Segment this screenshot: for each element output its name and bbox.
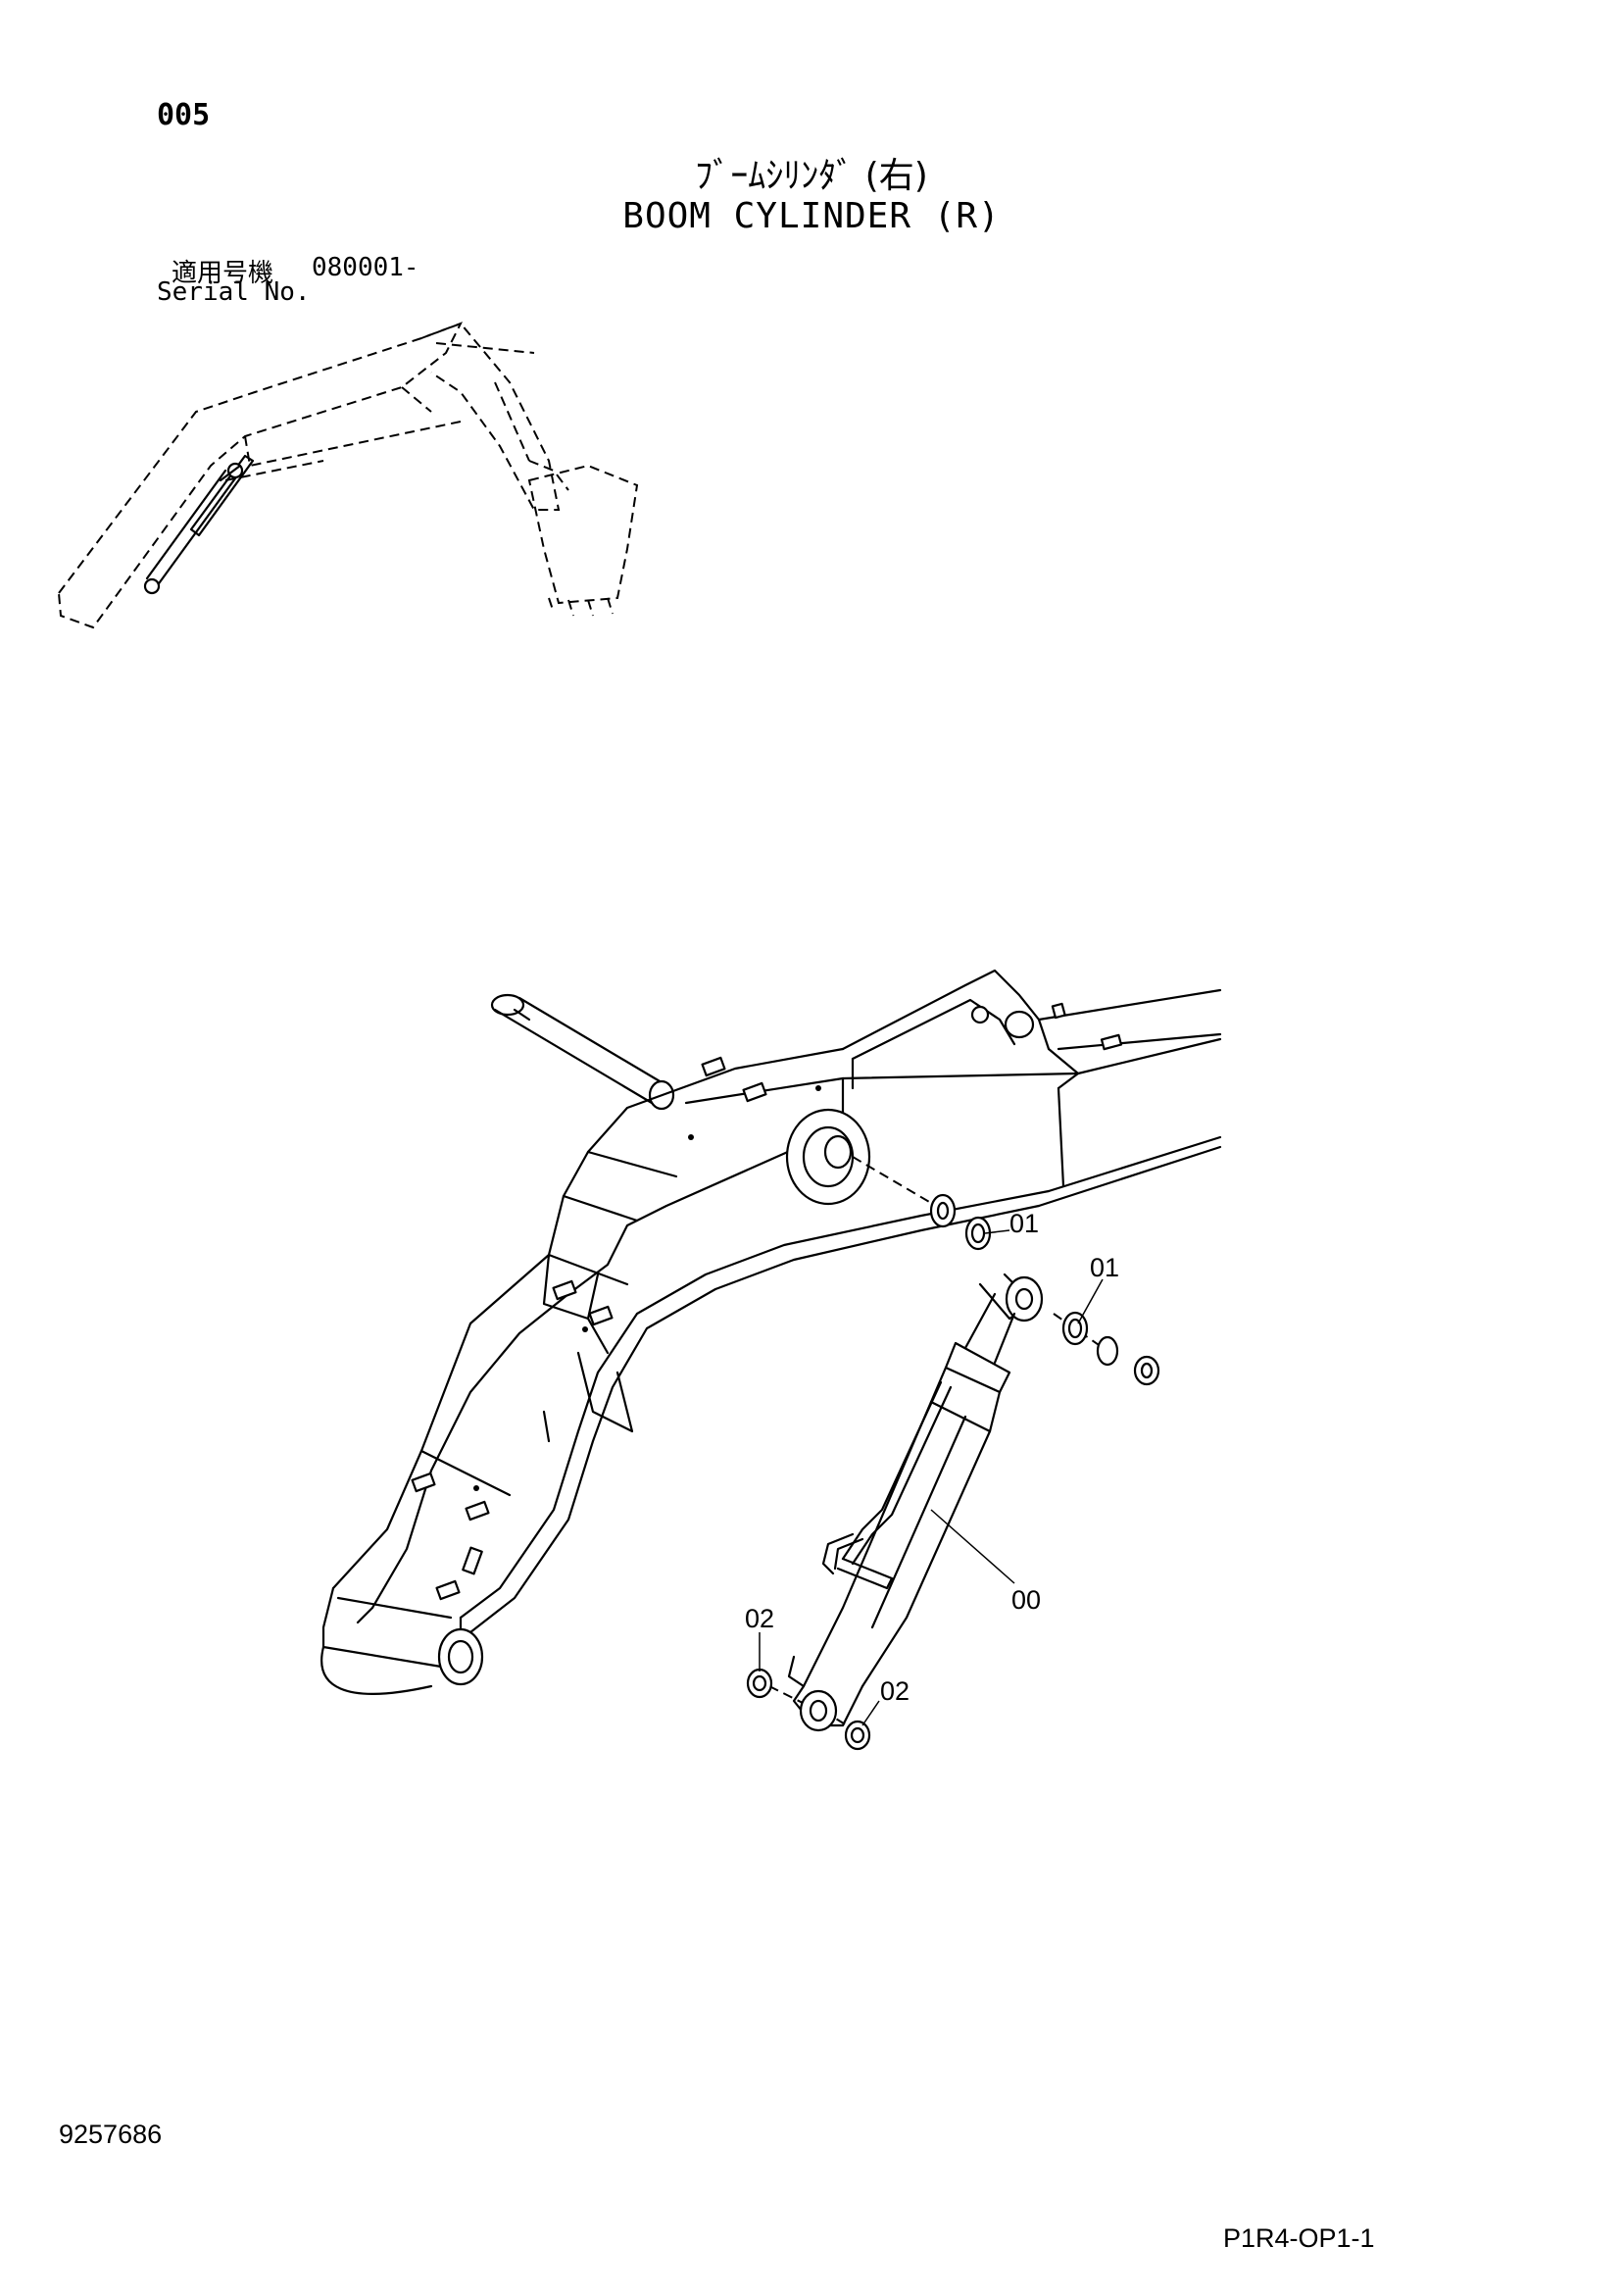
bushing-01a: [964, 1216, 992, 1251]
bushing-02a: [746, 1668, 773, 1699]
serial-label-english: Serial No.: [157, 277, 311, 307]
nut: [1133, 1355, 1160, 1386]
callout-01-lower: 01: [1090, 1253, 1120, 1282]
title-english: BOOM CYLINDER (R): [622, 196, 1001, 236]
bushing-02b: [844, 1720, 871, 1751]
callout-02-right: 02: [880, 1676, 910, 1706]
callout-00: 00: [1011, 1585, 1042, 1615]
callout-01-upper: 01: [1009, 1209, 1040, 1238]
callout-02-left: 02: [745, 1604, 775, 1633]
serial-label-japanese: 適用号機: [172, 259, 274, 288]
title-japanese: ﾌﾞｰﾑｼﾘﾝﾀﾞ (右): [695, 156, 928, 196]
serial-code: 080001-: [312, 253, 419, 282]
snap-ring: [1096, 1335, 1119, 1367]
document-number: 9257686: [59, 2120, 163, 2149]
page-reference: P1R4-OP1-1: [1223, 2223, 1375, 2253]
page-number: 005: [157, 98, 211, 132]
boom-body: [320, 969, 1222, 1695]
washer-upper: [929, 1193, 957, 1228]
boom-cylinder: [787, 1273, 1044, 1732]
bushing-01b: [1061, 1311, 1089, 1346]
boom-foot-pin: [490, 993, 675, 1111]
